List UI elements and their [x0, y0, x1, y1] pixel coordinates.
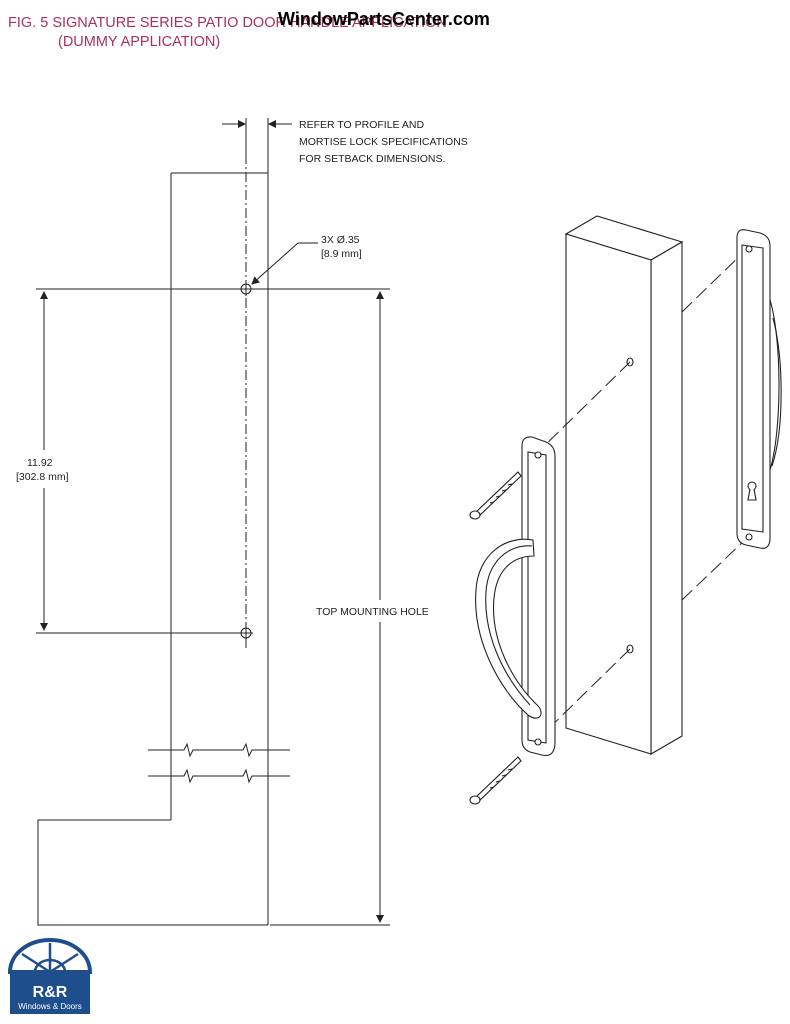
setback-note-3: FOR SETBACK DIMENSIONS.: [299, 153, 445, 165]
callout-labels: REFER TO PROFILE AND MORTISE LOCK SPECIF…: [16, 119, 468, 618]
watermark-text: WindowPartsCenter.com: [278, 9, 490, 29]
interior-handle: [736, 229, 782, 549]
logo-initials: R&R: [33, 984, 68, 1001]
hole-callout-mm: [8.9 mm]: [321, 248, 362, 260]
dimension-lines: [36, 288, 390, 926]
figure-subtitle: (DUMMY APPLICATION): [58, 34, 221, 50]
spacing-dimension: 11.92: [27, 457, 53, 469]
figure-title: FIG. 5 SIGNATURE SERIES PATIO DOOR HANDL…: [8, 15, 447, 31]
spacing-dimension-mm: [302.8 mm]: [16, 471, 69, 483]
setback-note-1: REFER TO PROFILE AND: [299, 119, 424, 131]
break-lines: [148, 742, 290, 784]
screw-bottom: [469, 756, 522, 805]
top-hole-label: TOP MOUNTING HOLE: [316, 606, 429, 618]
exterior-handle: [475, 436, 556, 757]
setback-note-2: MORTISE LOCK SPECIFICATIONS: [299, 136, 468, 148]
rr-logo: R&R Windows & Doors: [7, 938, 93, 1014]
mounting-holes: [239, 242, 318, 640]
logo-tagline: Windows & Doors: [18, 1002, 82, 1011]
screw-top: [469, 471, 522, 520]
mounting-screws: [469, 471, 522, 805]
door-stile-block: [564, 215, 684, 755]
stile-profile: [37, 118, 292, 926]
hole-callout: 3X Ø.35: [321, 234, 360, 246]
